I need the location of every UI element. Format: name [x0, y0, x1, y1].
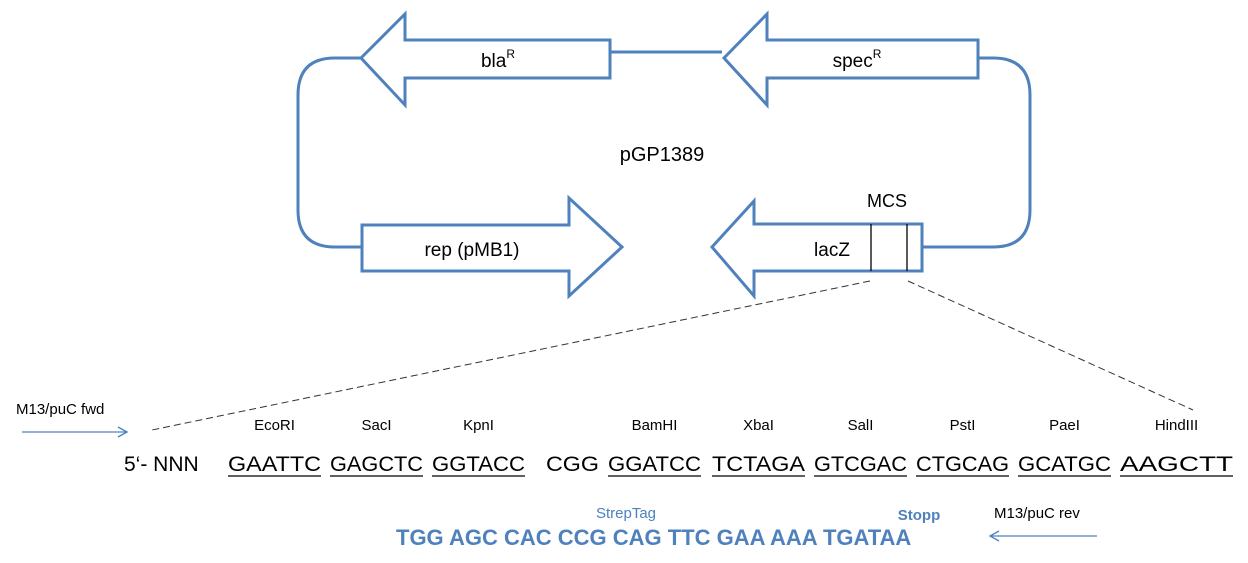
reverse-primer-arrow — [988, 530, 1097, 542]
backbone-left — [296, 56, 362, 249]
site-sequence: CTGCAG — [916, 453, 1009, 476]
streptag-label: StrepTag — [596, 505, 656, 522]
site-sequence: GGATCC — [608, 453, 701, 476]
reverse-primer-label: M13/puC rev — [994, 505, 1080, 522]
plasmid-name: pGP1389 — [620, 144, 705, 166]
streptag-sequence: TGG AGC CAC CCG CAG TTC GAA AAA TGATAA — [396, 525, 911, 550]
enzyme-label: KpnI — [463, 417, 494, 434]
bla-gene-label: blaR — [481, 47, 515, 72]
site-sequence: GAATTC — [228, 453, 321, 476]
site-sequence: CGG — [546, 453, 599, 476]
plasmid-backbone — [296, 50, 1032, 249]
forward-primer-label: M13/puC fwd — [16, 401, 104, 418]
site-sequence: AAGCTT — [1120, 453, 1233, 476]
site-sequence: TCTAGA — [712, 453, 805, 476]
spec-gene-arrow — [721, 10, 980, 109]
zoom-lines — [151, 280, 1194, 431]
forward-primer-arrow — [22, 426, 129, 438]
enzyme-label: XbaI — [743, 417, 774, 434]
mcs-box — [870, 224, 908, 271]
lacz-gene-arrow — [709, 197, 924, 301]
sequence-prefix: 5‘- NNN — [124, 453, 199, 476]
enzyme-label: BamHI — [632, 417, 678, 434]
enzyme-label: PstI — [950, 417, 976, 434]
enzyme-label: HindIII — [1155, 417, 1198, 434]
rep-gene-label: rep (pMB1) — [424, 240, 519, 261]
stop-label: Stopp — [898, 507, 941, 524]
enzyme-label: PaeI — [1049, 417, 1080, 434]
site-sequence: GTCGAC — [814, 453, 907, 476]
restriction-sites: GAATTC EcoRI GAGCTC SacI GGTACC KpnI CGG GGATCC… — [228, 417, 1233, 477]
rep-gene-arrow — [360, 194, 625, 300]
enzyme-label: EcoRI — [254, 417, 295, 434]
lacz-gene-label: lacZ — [814, 240, 850, 261]
enzyme-label: SalI — [848, 417, 874, 434]
mcs-label: MCS — [867, 191, 907, 211]
site-sequence: GGTACC — [432, 453, 525, 476]
bla-gene-arrow — [358, 10, 612, 109]
site-sequence: GAGCTC — [330, 453, 423, 476]
spec-gene-label: specR — [833, 47, 882, 72]
site-sequence: GCATGC — [1018, 453, 1111, 476]
backbone-right — [922, 56, 1032, 249]
enzyme-label: SacI — [361, 417, 391, 434]
